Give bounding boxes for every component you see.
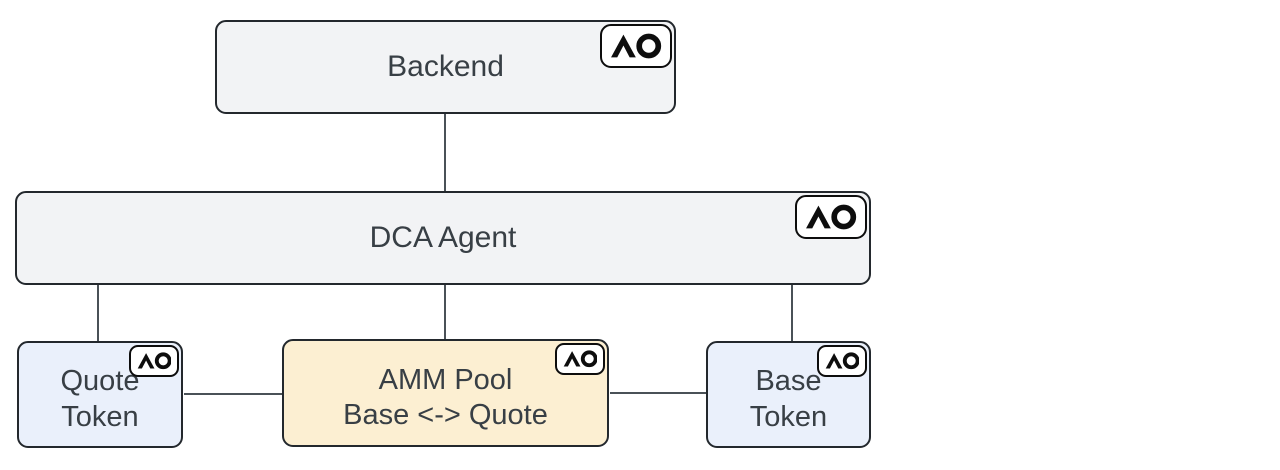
node-base-token: Base Token [706,341,871,448]
node-base-token-label: Base Token [749,365,828,433]
node-amm-pool: AMM Pool Base <-> Quote [282,339,609,447]
connector-quote-token-amm-pool [184,393,282,395]
node-quote-token: Quote Token [17,341,183,448]
ao-logo-icon [555,343,605,375]
node-backend-label: Backend [387,49,504,83]
ao-logo-icon [795,195,867,239]
ao-logo-icon [600,24,672,68]
connector-dca-amm-pool [444,285,446,339]
connector-backend-dca [444,114,446,191]
connector-dca-base-token [791,285,793,341]
ao-logo-icon [129,345,179,377]
node-dca-agent: DCA Agent [15,191,871,285]
node-dca-agent-label: DCA Agent [369,220,517,254]
node-backend: Backend [215,20,676,114]
node-quote-token-label: Quote Token [60,365,140,433]
connector-dca-quote-token [97,285,99,341]
connector-amm-pool-base-token [610,392,706,394]
node-amm-pool-label: AMM Pool Base <-> Quote [343,363,548,431]
ao-logo-icon [817,345,867,377]
